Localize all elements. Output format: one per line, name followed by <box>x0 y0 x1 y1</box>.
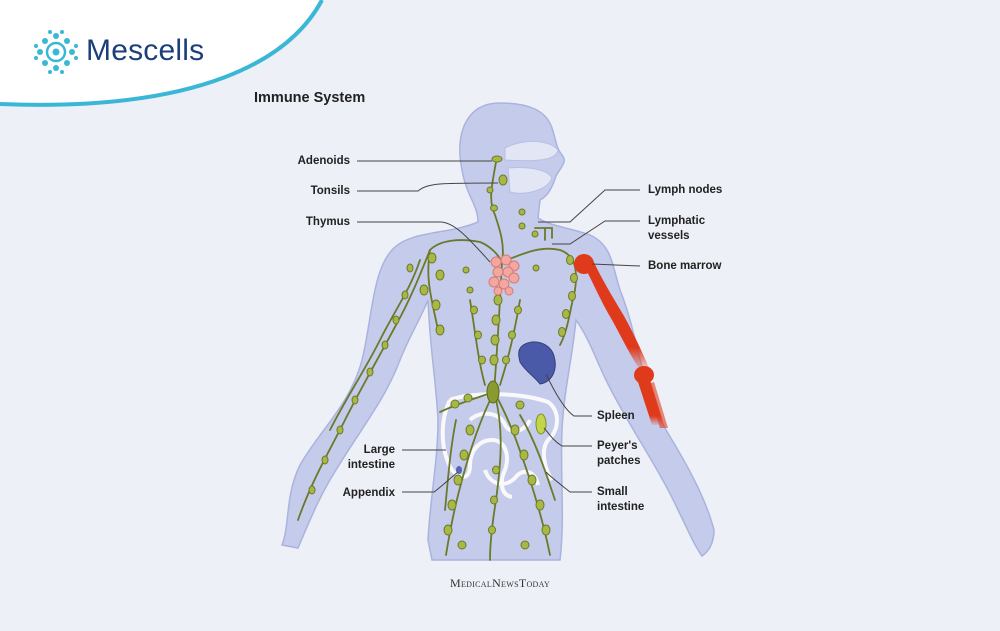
label-peyers-patches: Peyer's patches <box>597 440 641 467</box>
oral-cavity <box>507 167 553 194</box>
diagram-title: Immune System <box>254 90 366 106</box>
label-thymus: Thymus <box>305 216 350 228</box>
humerus-bone <box>574 254 668 428</box>
label-large-intestine: Large intestine <box>347 444 395 471</box>
leader-lines <box>357 160 641 493</box>
credit-logo: MedicalNewsToday <box>449 576 551 590</box>
label-bone-marrow: Bone marrow <box>648 260 722 272</box>
lymph-nodes <box>308 186 578 550</box>
brand-name: Mescells <box>86 34 205 67</box>
label-lymph-nodes: Lymph nodes <box>648 184 723 196</box>
label-appendix: Appendix <box>342 487 395 499</box>
peyers-patches-organ <box>535 413 547 435</box>
spleen-organ <box>518 341 556 385</box>
thymus-organ <box>488 254 520 296</box>
header-banner <box>0 0 324 107</box>
label-spleen: Spleen <box>597 410 635 422</box>
adenoids-organ <box>491 155 503 163</box>
cell-cluster-icon <box>34 30 78 74</box>
label-small-intestine: Small intestine <box>597 486 645 513</box>
tonsils-organ <box>498 174 508 186</box>
label-tonsils: Tonsils <box>310 185 350 197</box>
label-adenoids: Adenoids <box>297 155 350 167</box>
nasal-cavity <box>504 141 559 162</box>
cisterna-chyli <box>486 380 500 404</box>
label-lymphatic-vessels: Lymphatic vessels <box>648 215 706 242</box>
